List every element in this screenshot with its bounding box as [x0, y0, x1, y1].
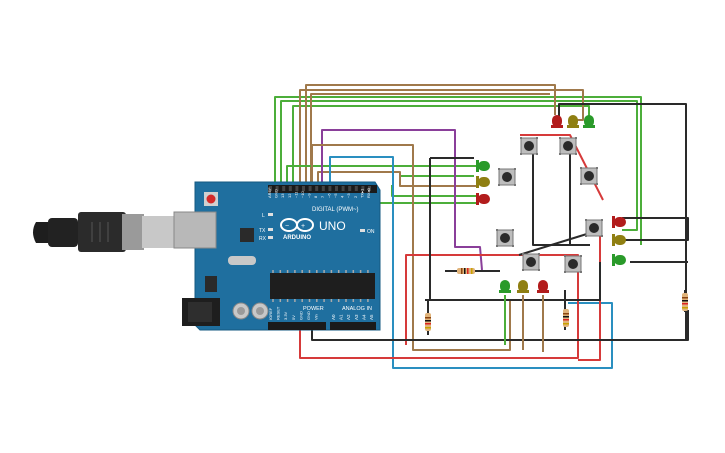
- push-button-1[interactable]: [520, 137, 538, 155]
- wire-brown-top[interactable]: [305, 84, 556, 185]
- led-red-mid[interactable]: [476, 193, 490, 205]
- led-green-right[interactable]: [612, 254, 626, 266]
- power-pin-label: IOREF: [268, 307, 273, 320]
- led-red-right[interactable]: [612, 216, 626, 228]
- power-pin-label: 3.3V: [283, 311, 288, 320]
- led-yellow-bottom[interactable]: [517, 280, 529, 293]
- wire-black-bus[interactable]: [425, 262, 601, 301]
- power-pin-label: 5V: [291, 315, 296, 320]
- rx-label: RX: [259, 236, 267, 242]
- wire-green-led-1[interactable]: [286, 165, 478, 185]
- led-green-mid[interactable]: [476, 160, 490, 172]
- led-green-bottom[interactable]: [499, 280, 511, 293]
- analog-pin-label: A5: [369, 314, 374, 320]
- wire-green-top[interactable]: [274, 96, 642, 245]
- power-header[interactable]: [268, 322, 326, 330]
- wire-purple[interactable]: [321, 129, 483, 271]
- wire-black-top-right[interactable]: [558, 103, 687, 340]
- arduino-logo: − +: [280, 218, 314, 232]
- wires-layer: [274, 84, 689, 369]
- analog-header[interactable]: [330, 322, 376, 330]
- usb-cable: [33, 212, 176, 252]
- digital-pin-label: 7: [320, 195, 325, 198]
- digital-pin-label: ~5: [333, 193, 338, 198]
- svg-text:+: +: [301, 223, 305, 230]
- analog-label: ANALOG IN: [342, 306, 372, 312]
- l-label: L: [262, 213, 265, 219]
- power-pin-label: GND: [306, 311, 311, 320]
- push-button-5[interactable]: [496, 229, 514, 247]
- resistors-layer: [425, 268, 688, 331]
- svg-text:−: −: [285, 223, 289, 230]
- wire-brown-top-2[interactable]: [299, 89, 584, 185]
- analog-pin-label: A3: [354, 314, 359, 320]
- push-button-6[interactable]: [585, 219, 603, 237]
- digital-pin-label: AREF: [267, 187, 272, 198]
- digital-pin-label: TX▸1: [359, 188, 364, 198]
- usb-port: [173, 211, 217, 249]
- led-yellow-mid[interactable]: [476, 176, 490, 188]
- power-label: POWER: [303, 306, 324, 312]
- digital-pin-label: ~6: [326, 193, 331, 198]
- buttons-layer: [496, 137, 603, 273]
- analog-pin-label: A4: [361, 314, 366, 320]
- power-pin-label: GND: [298, 311, 303, 320]
- on-label: ON: [367, 229, 375, 235]
- digital-pin-label: 13: [280, 193, 285, 198]
- analog-pin-label: A0: [331, 314, 336, 320]
- wire-brown-led-1[interactable]: [317, 171, 476, 187]
- digital-pin-label: 2: [353, 195, 358, 198]
- digital-pin-label: 12: [287, 193, 292, 198]
- leds-layer: [476, 115, 626, 293]
- digital-pin-label: ~3: [346, 193, 351, 198]
- digital-pin-label: ~9: [307, 193, 312, 198]
- digital-label: DIGITAL (PWM~): [312, 207, 359, 213]
- resistor-2[interactable]: [425, 313, 431, 331]
- wire-red-loop[interactable]: [299, 254, 579, 359]
- wire-green-top-2[interactable]: [280, 100, 638, 231]
- led-red-top[interactable]: [551, 115, 563, 128]
- led-red-bottom[interactable]: [537, 280, 549, 293]
- wire-brown-mid[interactable]: [311, 144, 511, 351]
- push-button-2[interactable]: [559, 137, 577, 155]
- push-button-7[interactable]: [522, 253, 540, 271]
- usb-chip: [240, 228, 254, 242]
- led-yellow-top[interactable]: [567, 115, 579, 128]
- wire-black-right[interactable]: [622, 217, 689, 263]
- digital-pin-label: 8: [313, 195, 318, 198]
- logo-text: ARDUINO: [283, 235, 311, 241]
- push-button-4[interactable]: [580, 167, 598, 185]
- power-pin-label: RESET: [276, 306, 281, 320]
- digital-pin-label: ~11: [293, 191, 298, 198]
- digital-pin-label: GND: [274, 189, 279, 198]
- regulator: [205, 276, 217, 292]
- resistor-1[interactable]: [457, 268, 475, 274]
- resistor-4[interactable]: [682, 293, 688, 311]
- wire-blue[interactable]: [329, 156, 613, 369]
- wire-black-buttons[interactable]: [518, 150, 591, 256]
- digital-pin-label: 4: [340, 195, 345, 198]
- push-button-3[interactable]: [498, 168, 516, 186]
- atmega-chip: [270, 273, 375, 299]
- analog-pin-label: A1: [339, 314, 344, 320]
- analog-pin-label: A2: [346, 314, 351, 320]
- digital-pin-label: RX◂0: [366, 187, 371, 198]
- resistor-3[interactable]: [563, 309, 569, 327]
- crystal: [228, 256, 256, 265]
- model-text: UNO: [319, 219, 346, 233]
- push-button-8[interactable]: [564, 255, 582, 273]
- led-green-top[interactable]: [583, 115, 595, 128]
- power-pin-label: Vin: [314, 314, 319, 320]
- tx-label: TX: [259, 228, 266, 234]
- led-yellow-right[interactable]: [612, 234, 626, 246]
- wire-green-top-led[interactable]: [292, 105, 590, 185]
- digital-pin-label: ~10: [300, 190, 305, 198]
- wire-black-bottom[interactable]: [311, 310, 689, 341]
- digital-header[interactable]: [268, 185, 377, 193]
